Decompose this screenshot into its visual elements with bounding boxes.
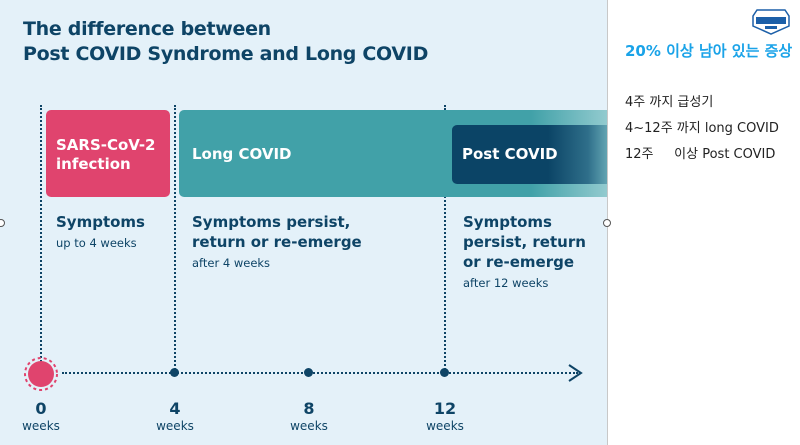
note-line: 4~12주 까지 long COVID bbox=[625, 121, 779, 136]
tick-unit: weeks bbox=[156, 419, 194, 433]
phase-label: Post COVID bbox=[462, 145, 558, 163]
tick-unit: weeks bbox=[22, 419, 60, 433]
desc-sub: after 4 weeks bbox=[192, 256, 271, 270]
desc-heading: Symptoms persist, bbox=[192, 213, 351, 231]
timeline-dot bbox=[304, 368, 313, 377]
timeline-axis bbox=[62, 372, 578, 374]
arrow-right-icon bbox=[568, 364, 583, 382]
title-line: Post COVID Syndrome and Long COVID bbox=[23, 43, 429, 65]
virus-icon bbox=[24, 357, 58, 391]
desc-sub: up to 4 weeks bbox=[56, 236, 137, 250]
tick-value: 4 bbox=[169, 399, 181, 418]
timeline-dot bbox=[170, 368, 179, 377]
phase-desc-infection: Symptoms up to 4 weeks bbox=[56, 212, 145, 252]
divider-line-4 bbox=[174, 105, 176, 373]
desc-heading: return or re-emerge bbox=[192, 233, 362, 251]
desc-heading: or re-emerge bbox=[463, 253, 575, 271]
slide-image[interactable]: The difference between Post COVID Syndro… bbox=[0, 0, 607, 445]
slide-title: The difference between Post COVID Syndro… bbox=[23, 17, 428, 67]
phase-label: infection bbox=[56, 155, 131, 173]
phase-label: Long COVID bbox=[192, 145, 292, 163]
clinic-logo bbox=[752, 9, 790, 35]
title-line: The difference between bbox=[23, 18, 271, 40]
tick-value: 8 bbox=[303, 399, 315, 418]
tick-unit: weeks bbox=[290, 419, 328, 433]
phase-infection: SARS-CoV-2 infection bbox=[46, 110, 170, 197]
divider-line-0 bbox=[40, 105, 42, 373]
desc-heading: Symptoms bbox=[463, 213, 552, 231]
phase-post-covid: Post COVID bbox=[452, 125, 607, 184]
note-line: 12주 이상 Post COVID bbox=[625, 147, 776, 162]
tick-unit: weeks bbox=[426, 419, 464, 433]
timeline-dot bbox=[440, 368, 449, 377]
desc-heading: Symptoms bbox=[56, 213, 145, 231]
notes-heading: 20% 이상 남아 있는 증상 bbox=[625, 42, 793, 60]
resize-handle-right[interactable] bbox=[603, 219, 611, 227]
phase-label: SARS-CoV-2 bbox=[56, 136, 156, 154]
desc-heading: persist, return bbox=[463, 233, 586, 251]
tick-value: 12 bbox=[433, 399, 457, 418]
tick-value: 0 bbox=[35, 399, 47, 418]
phase-desc-post: Symptoms persist, return or re-emerge af… bbox=[463, 212, 586, 292]
desc-sub: after 12 weeks bbox=[463, 276, 549, 290]
note-line: 4주 까지 급성기 bbox=[625, 95, 714, 110]
divider-line-12 bbox=[444, 105, 446, 373]
resize-handle-left[interactable] bbox=[0, 219, 5, 227]
phase-desc-long: Symptoms persist, return or re-emerge af… bbox=[192, 212, 362, 272]
